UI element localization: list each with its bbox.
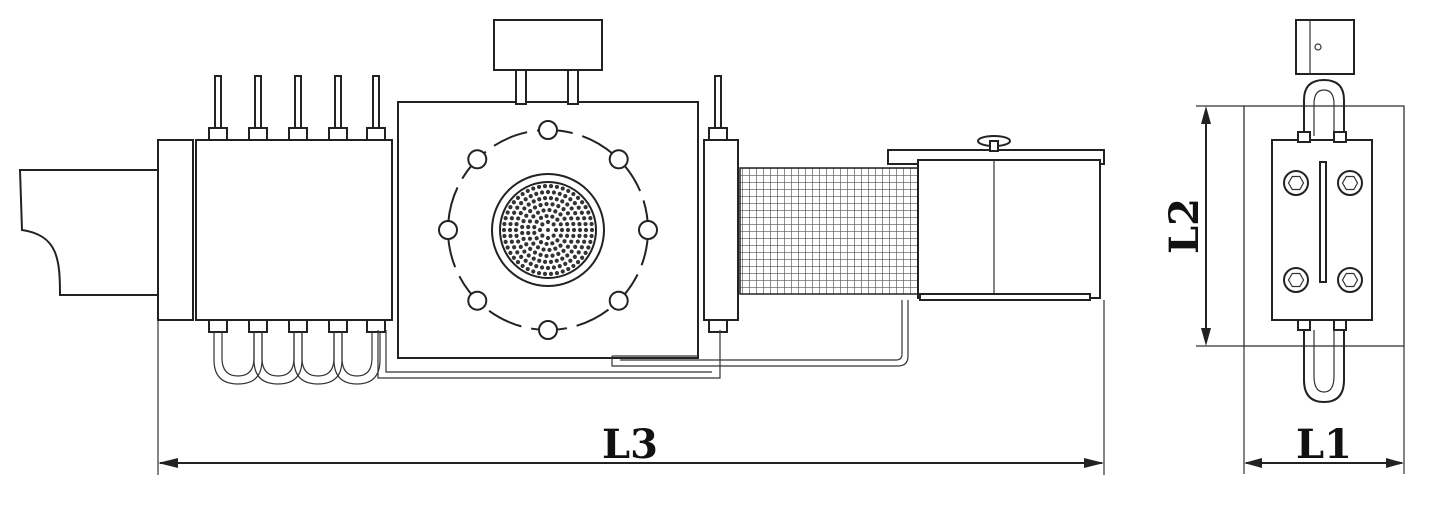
cooling-u-pipes [213, 332, 381, 385]
side-view [1243, 19, 1405, 404]
right-clamp-bolts [708, 75, 728, 333]
dimension-label-l1: L1 [1296, 421, 1352, 468]
dimension-l1: L1 [1243, 346, 1405, 474]
screen-mesh [739, 167, 921, 295]
dimension-label-l2: L2 [1161, 198, 1208, 254]
hydraulic-cylinder [887, 135, 1105, 301]
heater-block [195, 75, 393, 385]
adapter-plate [157, 139, 194, 321]
top-bolts [208, 75, 386, 141]
flange-bolts [438, 120, 658, 340]
side-hex-bolts [1283, 170, 1363, 293]
main-body [397, 19, 699, 359]
right-clamp-block [703, 139, 739, 321]
bottom-bolts [208, 319, 386, 333]
dimension-l3: L3 [157, 300, 1105, 475]
extruder-outlet [18, 169, 159, 296]
return-pipe [377, 330, 721, 379]
dimension-label-l3: L3 [602, 421, 658, 468]
breaker-plate-holes [501, 184, 595, 276]
dimension-l2: L2 [1161, 105, 1244, 347]
top-actuator-box [493, 19, 603, 71]
